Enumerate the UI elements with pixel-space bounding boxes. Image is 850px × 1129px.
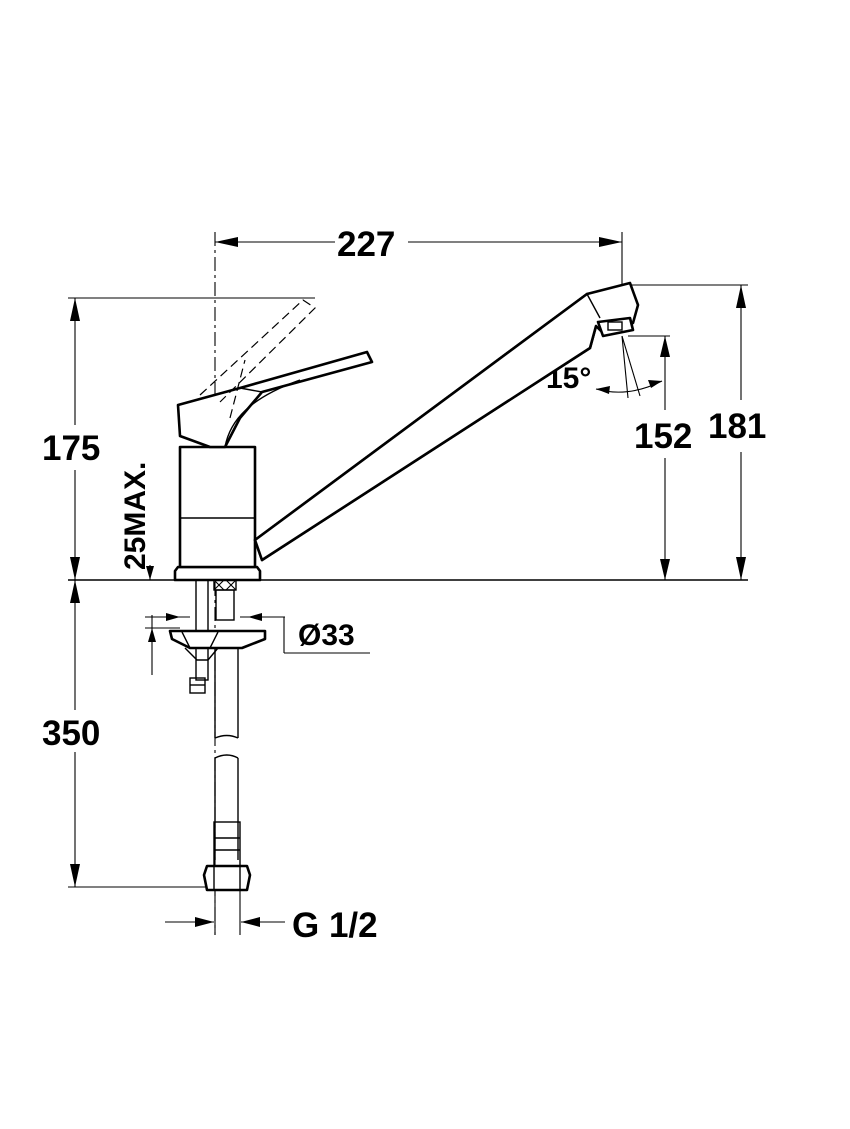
- dim-175-label: 175: [42, 429, 100, 468]
- lever-handle: [176, 350, 374, 449]
- dimension-152: 152: [628, 335, 692, 580]
- fixing-assembly: [168, 579, 267, 694]
- dimension-175: 175: [42, 297, 315, 580]
- dim-181-label: 181: [708, 407, 766, 446]
- faucet-spout: [253, 281, 640, 562]
- dimension-350: 350: [42, 580, 215, 888]
- dimension-181: 181: [632, 284, 766, 580]
- dim-227-label: 227: [337, 225, 395, 264]
- dim-33-label: Ø33: [298, 619, 355, 652]
- faucet-body: [173, 445, 262, 582]
- thread-label: G 1/2: [292, 906, 378, 945]
- dimension-diameter-33: Ø33: [145, 613, 370, 654]
- dimension-25max: 25MAX.: [119, 462, 180, 675]
- dimension-thread: G 1/2: [165, 890, 378, 945]
- dim-25max-label: 25MAX.: [119, 462, 152, 570]
- dimension-227: 227: [215, 225, 623, 290]
- dim-152-label: 152: [634, 417, 692, 456]
- flexible-hose: [202, 648, 252, 892]
- lever-raised-dashed: [199, 299, 316, 419]
- dim-350-label: 350: [42, 714, 100, 753]
